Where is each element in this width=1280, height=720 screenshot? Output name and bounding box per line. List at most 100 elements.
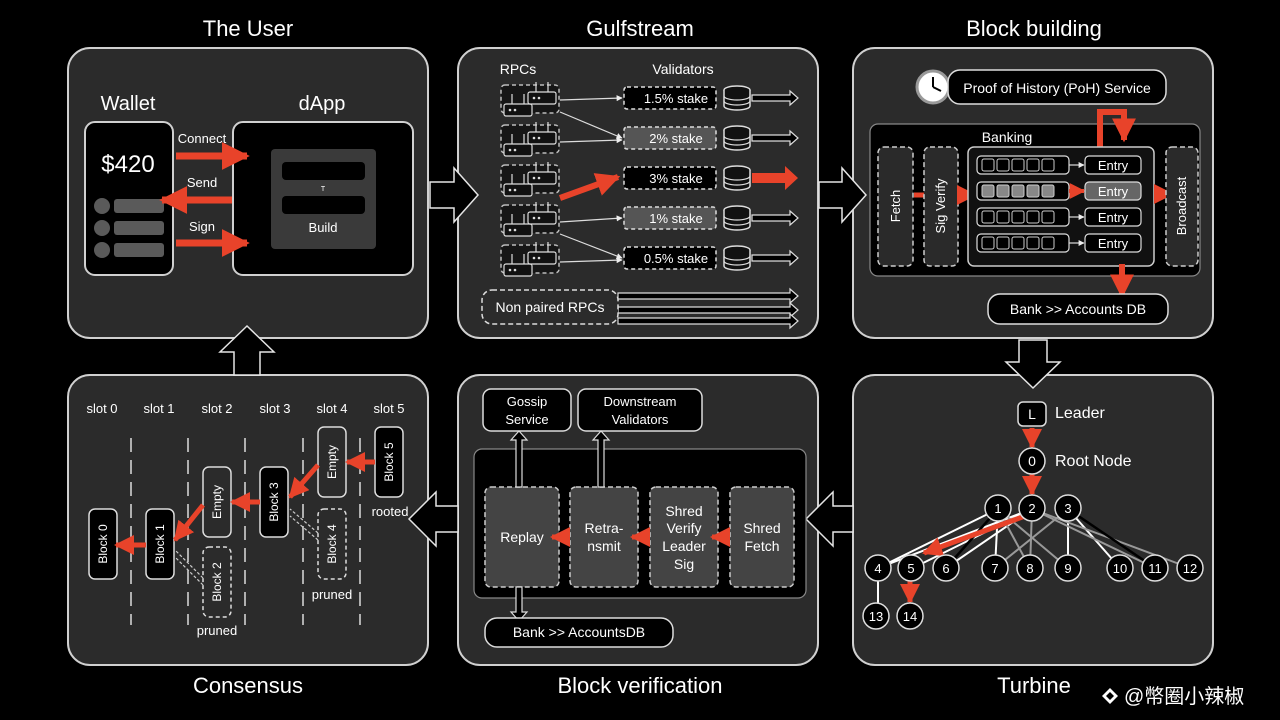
wallet-balance: $420	[101, 151, 154, 178]
gulfstream-section: RPCs Validators	[481, 61, 799, 330]
watermark: @幣圈小辣椒	[1102, 685, 1244, 708]
node-2-to-node-5-arrow	[922, 513, 1026, 557]
node-4-label: 4	[874, 561, 881, 576]
root-node-label: Root Node	[1055, 453, 1132, 470]
wallet-avatar-2	[94, 220, 110, 236]
wallet-title: Wallet	[101, 93, 156, 115]
tvu-hollow-arrows	[509, 430, 611, 622]
poh-service-label: Proof of History (PoH) Service	[963, 80, 1151, 96]
turbine-nodes	[862, 494, 1204, 630]
entry-label-1: Entry	[1098, 158, 1129, 173]
shred-fetch-line-1: Shred	[743, 520, 780, 536]
slot-3-label: slot 3	[259, 401, 290, 416]
entry-box-3	[1084, 207, 1142, 227]
downstream-validators-box	[577, 388, 703, 432]
connect-label: Connect	[178, 131, 227, 146]
leader-node	[1017, 401, 1047, 427]
pruned-label-slot-2: pruned	[197, 623, 237, 638]
dapp-title: dApp	[299, 93, 346, 115]
validator-stake-3: 3% stake	[649, 171, 702, 186]
downstream-line-2: Validators	[612, 412, 669, 427]
validator-stake-2: 2% stake	[649, 131, 702, 146]
sig-verify-label: Sig Verify	[933, 178, 948, 233]
node-6-label: 6	[942, 561, 949, 576]
poh-service-box	[947, 69, 1167, 105]
entry-box-4	[1084, 233, 1142, 253]
gossip-service-box	[482, 388, 572, 432]
fetch-stage	[877, 146, 914, 267]
entry-label-3: Entry	[1098, 210, 1129, 225]
dapp-build-button[interactable]: Build	[309, 220, 338, 235]
shred-fetch-line-2: Fetch	[744, 538, 779, 554]
poh-loop-arrow	[1097, 109, 1136, 148]
user-section: Wallet dApp $420 T Build Connect Send Si…	[84, 93, 414, 276]
dapp-input-top-label: T	[321, 186, 326, 193]
leader-label: Leader	[1055, 405, 1105, 422]
verification-bank-label: Bank >> AccountsDB	[513, 624, 645, 640]
retransmit-line-1: Retra-	[585, 520, 624, 536]
flow-arrow-turbine-to-verification	[804, 490, 854, 548]
consensus-section: slot 0 slot 1 slot 2 slot 3 slot 4 slot …	[86, 401, 408, 638]
turbine-section: L Leader 0 Root Node 1 2 3 4 5 6 7 8 9 1…	[862, 401, 1204, 630]
non-paired-rpcs-box	[481, 289, 619, 325]
shred-fetch-stage	[729, 486, 795, 588]
node-5-label: 5	[907, 561, 914, 576]
title-gulfstream: Gulfstream	[586, 16, 694, 41]
flow-arrow-blockbuilding-to-turbine	[1004, 339, 1062, 390]
block-0-label: Block 0	[96, 524, 110, 564]
wallet-avatar-1	[94, 198, 110, 214]
fetch-label: Fetch	[888, 190, 903, 223]
node-9-label: 9	[1064, 561, 1071, 576]
block-3-label: Block 3	[267, 482, 281, 522]
validator-stake-5: 0.5% stake	[644, 251, 708, 266]
node-8-label: 8	[1026, 561, 1033, 576]
flow-arrow-verification-to-consensus	[407, 490, 459, 548]
shred-verify-line-4: Sig	[674, 556, 694, 572]
entry-box-2	[1084, 181, 1142, 201]
node-7-label: 7	[991, 561, 998, 576]
title-block-building: Block building	[966, 16, 1102, 41]
block-verification-section: Gossip Service Downstream Validators Rep…	[473, 388, 807, 648]
title-the-user: The User	[203, 16, 293, 41]
rpc-to-validator-lines	[559, 95, 623, 264]
watermark-text: @幣圈小辣椒	[1124, 685, 1244, 708]
bank-accounts-db-box	[987, 293, 1169, 325]
diamond-logo-icon	[1102, 688, 1118, 704]
replay-label: Replay	[500, 529, 544, 545]
dapp-input-top[interactable]	[282, 162, 365, 180]
gossip-line-1: Gossip	[507, 394, 547, 409]
block-building-section: Proof of History (PoH) Service Banking F…	[869, 69, 1201, 325]
non-paired-rpcs-label: Non paired RPCs	[496, 299, 605, 315]
dapp-input-bottom[interactable]	[282, 196, 365, 214]
validator-stake-1: 1.5% stake	[644, 91, 708, 106]
validator-stake-4: 1% stake	[649, 211, 702, 226]
wallet-avatar-3	[94, 242, 110, 258]
banking-queues	[976, 155, 1086, 253]
shred-verify-line-2: Verify	[666, 520, 701, 536]
retransmit-stage	[569, 486, 639, 588]
verification-bank-box	[484, 617, 674, 648]
block-2-label: Block 2	[210, 562, 224, 602]
banking-label: Banking	[982, 129, 1033, 145]
fork-chain-arrows	[114, 452, 375, 555]
slot-5-label: slot 5	[373, 401, 404, 416]
block-4-label: Block 4	[325, 524, 339, 564]
validators-label: Validators	[652, 61, 713, 77]
block-5-label: Block 5	[382, 442, 396, 482]
pruned-label-slot-4: pruned	[312, 587, 352, 602]
retransmit-line-2: nsmit	[587, 538, 621, 554]
validator-boxes	[623, 86, 717, 270]
shred-verify-line-1: Shred	[665, 503, 702, 519]
block-1-label: Block 1	[153, 524, 167, 564]
rpcs-label: RPCs	[500, 61, 537, 77]
shred-verify-stage	[649, 486, 719, 588]
send-label: Send	[187, 175, 217, 190]
pruned-fork-links	[175, 508, 319, 586]
flow-arrow-gulfstream-to-blockbuilding	[818, 166, 868, 224]
flow-arrow-consensus-to-user	[218, 324, 276, 376]
bank-accounts-db-label: Bank >> Accounts DB	[1010, 301, 1146, 317]
leader-badge: L	[1028, 406, 1036, 422]
rooted-label: rooted	[372, 504, 409, 519]
node-14-label: 14	[903, 609, 917, 624]
title-consensus: Consensus	[193, 673, 303, 698]
